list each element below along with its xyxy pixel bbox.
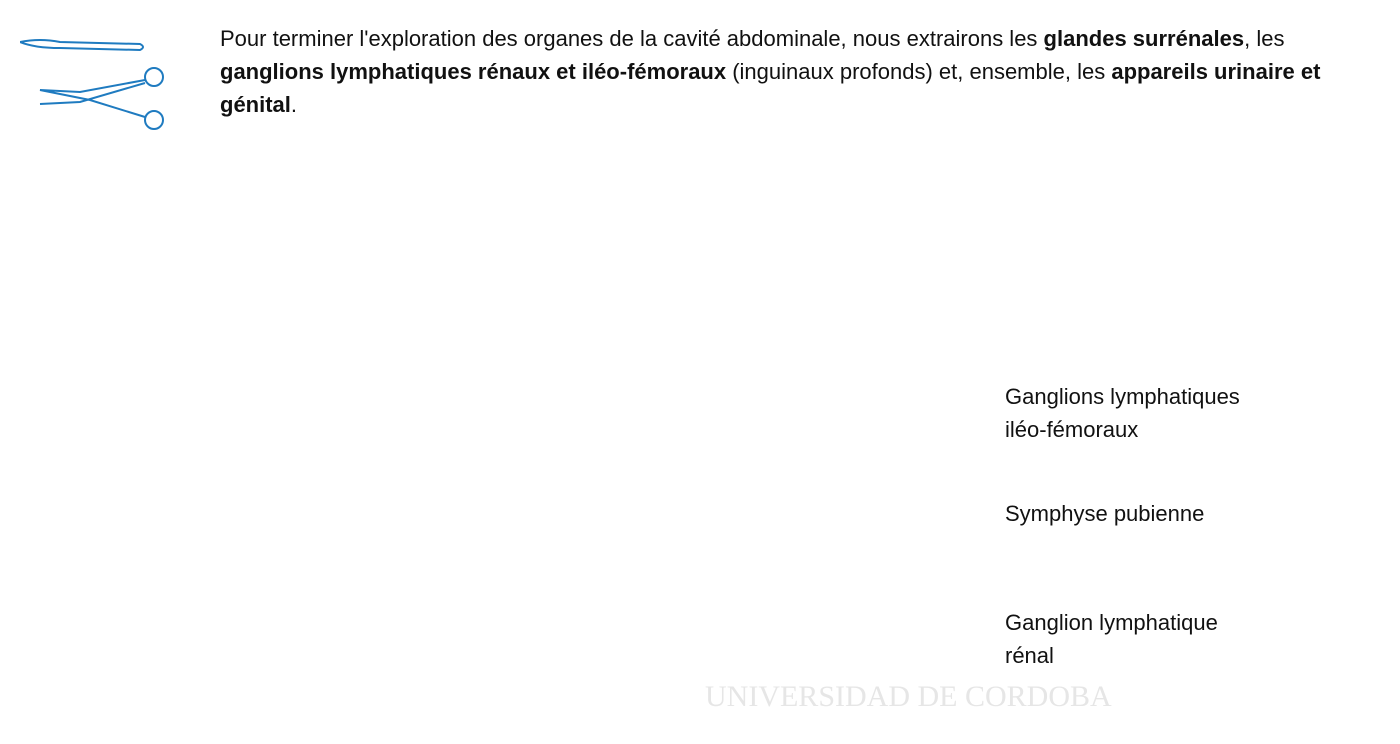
label-renal-node: Ganglion lymphatique rénal [1005, 606, 1218, 672]
symphysis-pubienne [619, 468, 721, 502]
label-line: Ganglions lymphatiques [1005, 384, 1240, 409]
intro-bold-urogenital: appareils urinaire et génital [220, 59, 1321, 117]
label-ileo-femoral-nodes: Ganglions lymphatiques iléo-fémoraux [1005, 380, 1240, 446]
intro-segment: . [290, 92, 298, 117]
label-line: Ganglion lymphatique [1005, 610, 1218, 635]
dissection-tools-icon [20, 39, 164, 130]
adrenal-glands [125, 320, 195, 525]
intro-segment: (inguinaux profonds) et, ensemble, les [726, 59, 1112, 84]
label-line: iléo-fémoraux [1005, 417, 1139, 442]
body-outline [0, 119, 1031, 744]
intro-segment: , les [1244, 26, 1285, 51]
intro-bold-lymph: ganglions lymphatiques rénaux et iléo-fé… [220, 59, 727, 84]
ureters [234, 342, 571, 503]
label-line: rénal [1005, 643, 1054, 668]
leader-lines [539, 369, 1001, 637]
lymph-nodes [229, 333, 624, 585]
watermark-text: UNIVERSIDAD DE CORDOBA [705, 680, 1112, 713]
intro-text: Pour terminer l'exploration des organes … [220, 22, 1370, 121]
scissors-icon [39, 67, 164, 130]
label-symphysis: Symphyse pubienne [1005, 501, 1205, 526]
intro-bold-adrenal: glandes surrénales [1043, 26, 1245, 51]
kidneys [129, 258, 568, 593]
scalpel-icon [20, 39, 144, 52]
intro-segment: Pour terminer l'exploration des organes … [220, 26, 1044, 51]
pelvis [410, 300, 760, 580]
bladder [683, 267, 743, 327]
